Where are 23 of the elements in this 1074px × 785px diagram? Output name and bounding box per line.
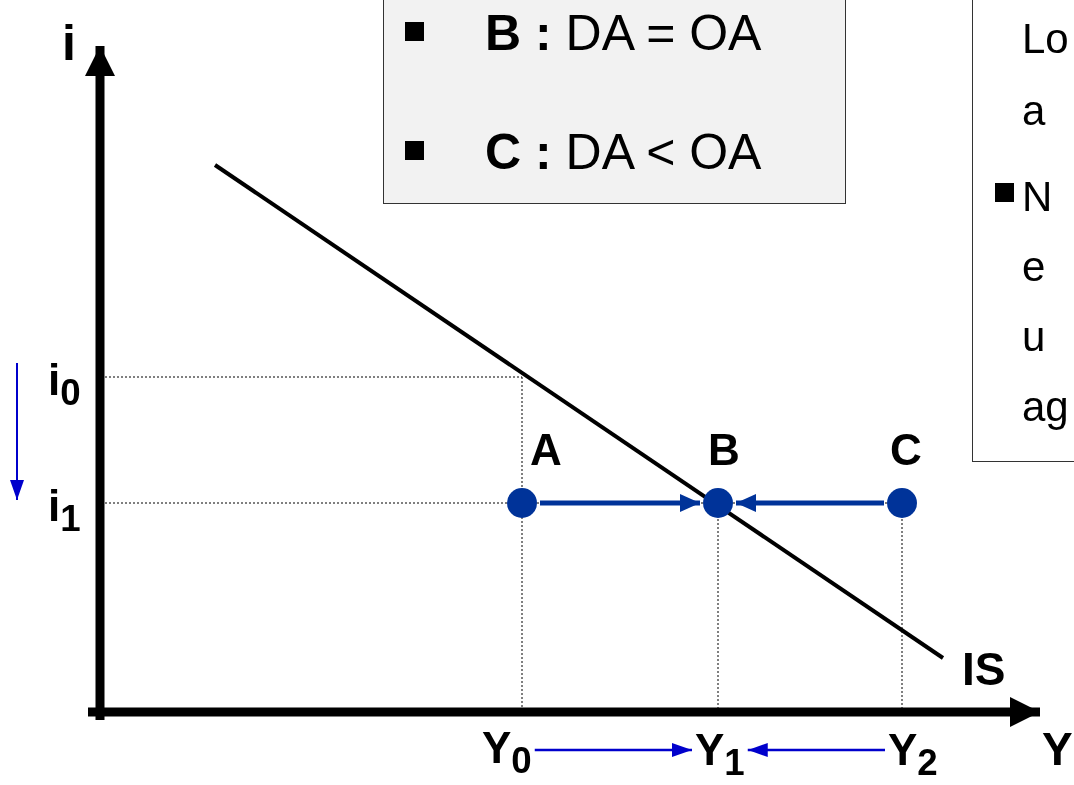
axis-label: i [62,18,76,68]
point-label: C [890,428,922,472]
axis-value-label: i$_{1}$ [48,484,81,538]
axis-value-label: i$_{0}$ [48,358,81,412]
arrow [534,743,692,757]
arrow [747,743,885,757]
arrow [540,494,700,512]
point-label: A [530,428,562,472]
axis-value-label: Y$_{2}$ [888,728,938,782]
note-text: ag [1022,386,1069,428]
note-text: Lo [1022,18,1069,60]
condition-text: B : DA = OA [485,8,762,58]
arrow [736,494,884,512]
curve-label: IS [962,646,1006,692]
note-text: e [1022,246,1046,288]
note-text: N [1022,176,1053,218]
axis-value-label: Y$_{1}$ [695,728,745,782]
point-label: B [708,428,740,472]
note-text: u [1022,316,1046,358]
note-text: a [1022,90,1046,132]
axis-value-label: Y$_{0}$ [482,726,532,780]
condition-text: C : DA < OA [485,127,762,177]
axis-label: Y [1042,726,1073,772]
